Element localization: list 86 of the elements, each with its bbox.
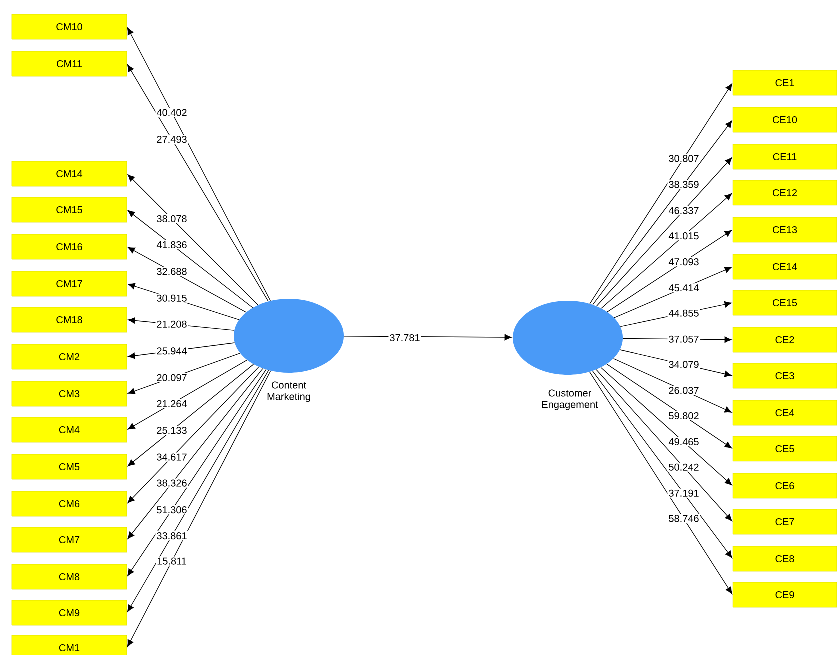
edge-label: 37.057 xyxy=(668,334,700,344)
arrow xyxy=(613,358,732,413)
edge-label: 33.861 xyxy=(156,532,188,541)
edge-label: 38.326 xyxy=(156,478,188,488)
indicator-box: CE5 xyxy=(732,436,837,462)
edge-label: 25.133 xyxy=(156,426,188,436)
indicator-box: CM8 xyxy=(12,564,128,590)
arrow xyxy=(127,28,271,302)
indicator-box: CE11 xyxy=(732,144,837,170)
arrow xyxy=(128,364,254,467)
edge-label: 25.944 xyxy=(156,346,188,356)
edge-label: 37.781 xyxy=(388,333,422,343)
arrow xyxy=(607,230,732,312)
indicator-box: CM16 xyxy=(12,234,128,260)
edge-label: 21.208 xyxy=(156,320,188,329)
arrow xyxy=(606,364,732,449)
arrow xyxy=(596,158,732,307)
arrow xyxy=(128,64,269,302)
indicator-box: CE4 xyxy=(732,400,837,426)
indicator-box: CM11 xyxy=(12,51,128,77)
indicator-box: CE3 xyxy=(732,363,837,389)
indicator-box: CM7 xyxy=(12,527,128,553)
indicator-box: CM4 xyxy=(12,417,128,443)
edge-label: 46.337 xyxy=(668,206,700,216)
indicator-box: CM17 xyxy=(12,271,128,297)
edge-label: 58.746 xyxy=(668,514,700,524)
arrow xyxy=(601,193,732,309)
edge-label: 21.264 xyxy=(156,399,188,408)
edge-label: 30.915 xyxy=(156,294,188,303)
edge-label: 34.079 xyxy=(668,360,700,370)
edge-label: 32.688 xyxy=(156,267,188,276)
edge-label: 37.191 xyxy=(668,488,700,498)
indicator-box: CE10 xyxy=(732,107,837,133)
arrow xyxy=(128,247,247,313)
arrow xyxy=(592,370,732,558)
edge-label: 27.493 xyxy=(156,135,188,144)
node-label: Content Marketing xyxy=(268,382,310,402)
arrow xyxy=(128,360,248,430)
arrow xyxy=(596,369,732,522)
indicator-box: CM9 xyxy=(12,600,128,626)
indicator-box: CM1 xyxy=(12,635,128,655)
indicator-box: CM2 xyxy=(12,344,128,370)
arrow xyxy=(128,174,259,306)
indicator-box: CE8 xyxy=(732,546,837,572)
indicator-box: CE13 xyxy=(732,217,837,243)
node-label: Customer Engagement xyxy=(542,390,598,410)
indicator-box: CE7 xyxy=(732,509,837,535)
indicator-box: CM6 xyxy=(12,491,128,517)
indicator-box: CM10 xyxy=(12,14,128,40)
arrow xyxy=(128,370,267,576)
arrow xyxy=(590,372,732,594)
indicator-box: CE2 xyxy=(732,327,837,353)
indicator-box: CM15 xyxy=(12,197,128,223)
edge-label: 49.465 xyxy=(668,437,700,447)
edge-label: 45.414 xyxy=(668,284,700,293)
indicator-box: CM18 xyxy=(12,307,128,333)
indicator-box: CE14 xyxy=(732,254,837,280)
edge-label: 20.097 xyxy=(156,373,188,382)
edge-label: 51.306 xyxy=(156,506,188,515)
edge-label: 50.242 xyxy=(668,462,700,472)
edge-label: 26.037 xyxy=(668,386,700,396)
edge-label: 30.807 xyxy=(668,154,700,164)
edge-label: 44.855 xyxy=(668,308,700,318)
arrow xyxy=(590,84,732,304)
arrow xyxy=(600,367,732,486)
arrow xyxy=(128,210,254,308)
indicator-box: CM3 xyxy=(12,381,128,407)
indicator-box: CM14 xyxy=(12,161,128,187)
indicator-box: CE1 xyxy=(732,70,837,96)
edge-label: 40.402 xyxy=(156,108,188,118)
arrow xyxy=(128,366,260,504)
arrow xyxy=(128,368,264,540)
arrow xyxy=(592,120,732,306)
edge-label: 41.836 xyxy=(156,240,188,250)
edge-label: 47.093 xyxy=(668,258,700,267)
indicator-box: CE15 xyxy=(732,290,837,316)
indicator-box: CE12 xyxy=(732,180,837,206)
edge-label: 59.802 xyxy=(668,411,700,421)
edge-label: 41.015 xyxy=(668,232,700,241)
indicator-box: CE6 xyxy=(732,473,837,499)
indicator-box: CE9 xyxy=(732,582,837,608)
indicator-box: CM5 xyxy=(12,454,128,480)
edge-label: 38.359 xyxy=(668,180,700,190)
edge-label: 15.811 xyxy=(156,556,188,566)
edge-label: 38.078 xyxy=(156,214,188,224)
edge-label: 34.617 xyxy=(156,452,188,462)
